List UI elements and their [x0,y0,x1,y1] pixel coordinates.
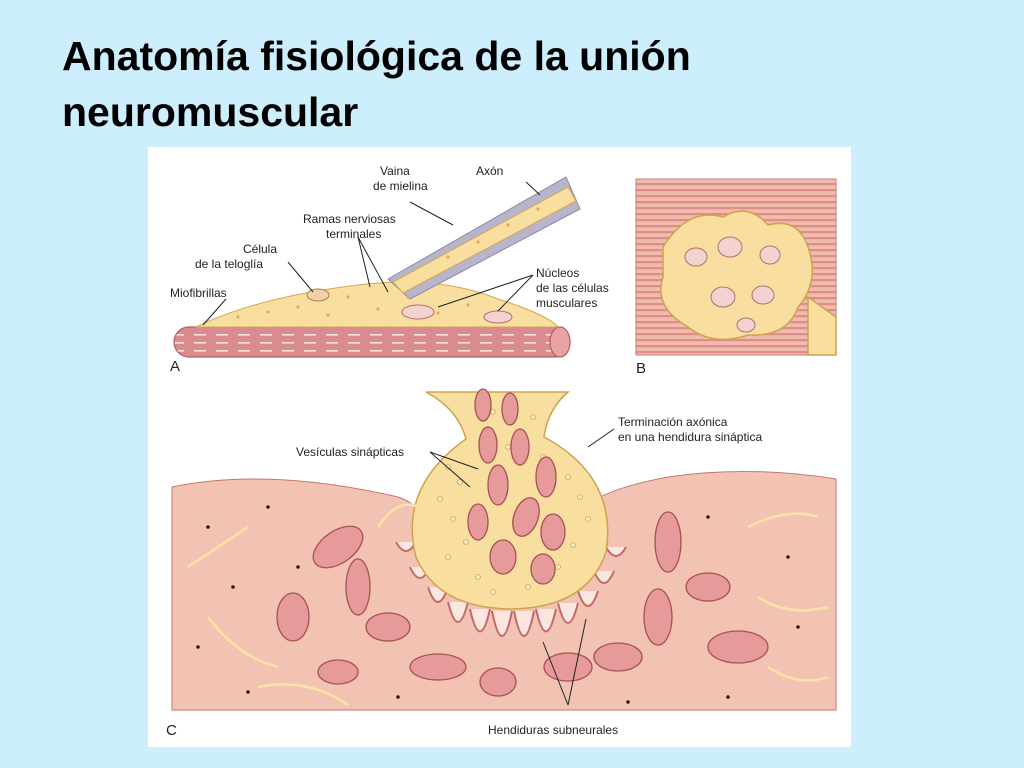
neuromuscular-junction-figure: Vaina de mielina Axón Ramas nerviosas te… [148,147,851,747]
label-miofibrillas: Miofibrillas [170,286,227,300]
panel-b: B [636,179,836,377]
label-nucleos-1: Núcleos [536,266,579,280]
label-hendiduras: Hendiduras subneurales [488,723,618,737]
label-terminacion-2: en una hendidura sináptica [618,430,762,444]
label-nucleos-3: musculares [536,296,597,310]
label-ramas-1: Ramas nerviosas [303,212,396,226]
muscle-fiber [174,327,570,357]
panel-c-letter: C [166,722,177,739]
teloglia-cell [307,289,329,301]
label-celula-1: Célula [243,242,277,256]
panel-a-letter: A [170,358,180,375]
label-vaina-2: de mielina [373,179,428,193]
diagram-svg: Vaina de mielina Axón Ramas nerviosas te… [148,147,851,747]
label-ramas-2: terminales [326,227,381,241]
muscle-nucleus [402,305,434,319]
title-line-1: Anatomía fisiológica de la unión [62,28,962,84]
panel-a: Vaina de mielina Axón Ramas nerviosas te… [170,164,609,375]
label-nucleos-2: de las células [536,281,609,295]
label-axon: Axón [476,164,503,178]
muscle-nucleus [484,311,512,323]
label-celula-2: de la teloglía [195,257,263,271]
title-line-2: neuromuscular [62,84,962,140]
label-terminacion-1: Terminación axónica [618,415,728,429]
label-vesiculas: Vesículas sinápticas [296,445,404,459]
label-vaina-1: Vaina [380,164,410,178]
panel-b-letter: B [636,360,646,377]
panel-c: Vesículas sinápticas Terminación axónica… [166,389,836,739]
slide-title: Anatomía fisiológica de la unión neuromu… [62,28,962,140]
